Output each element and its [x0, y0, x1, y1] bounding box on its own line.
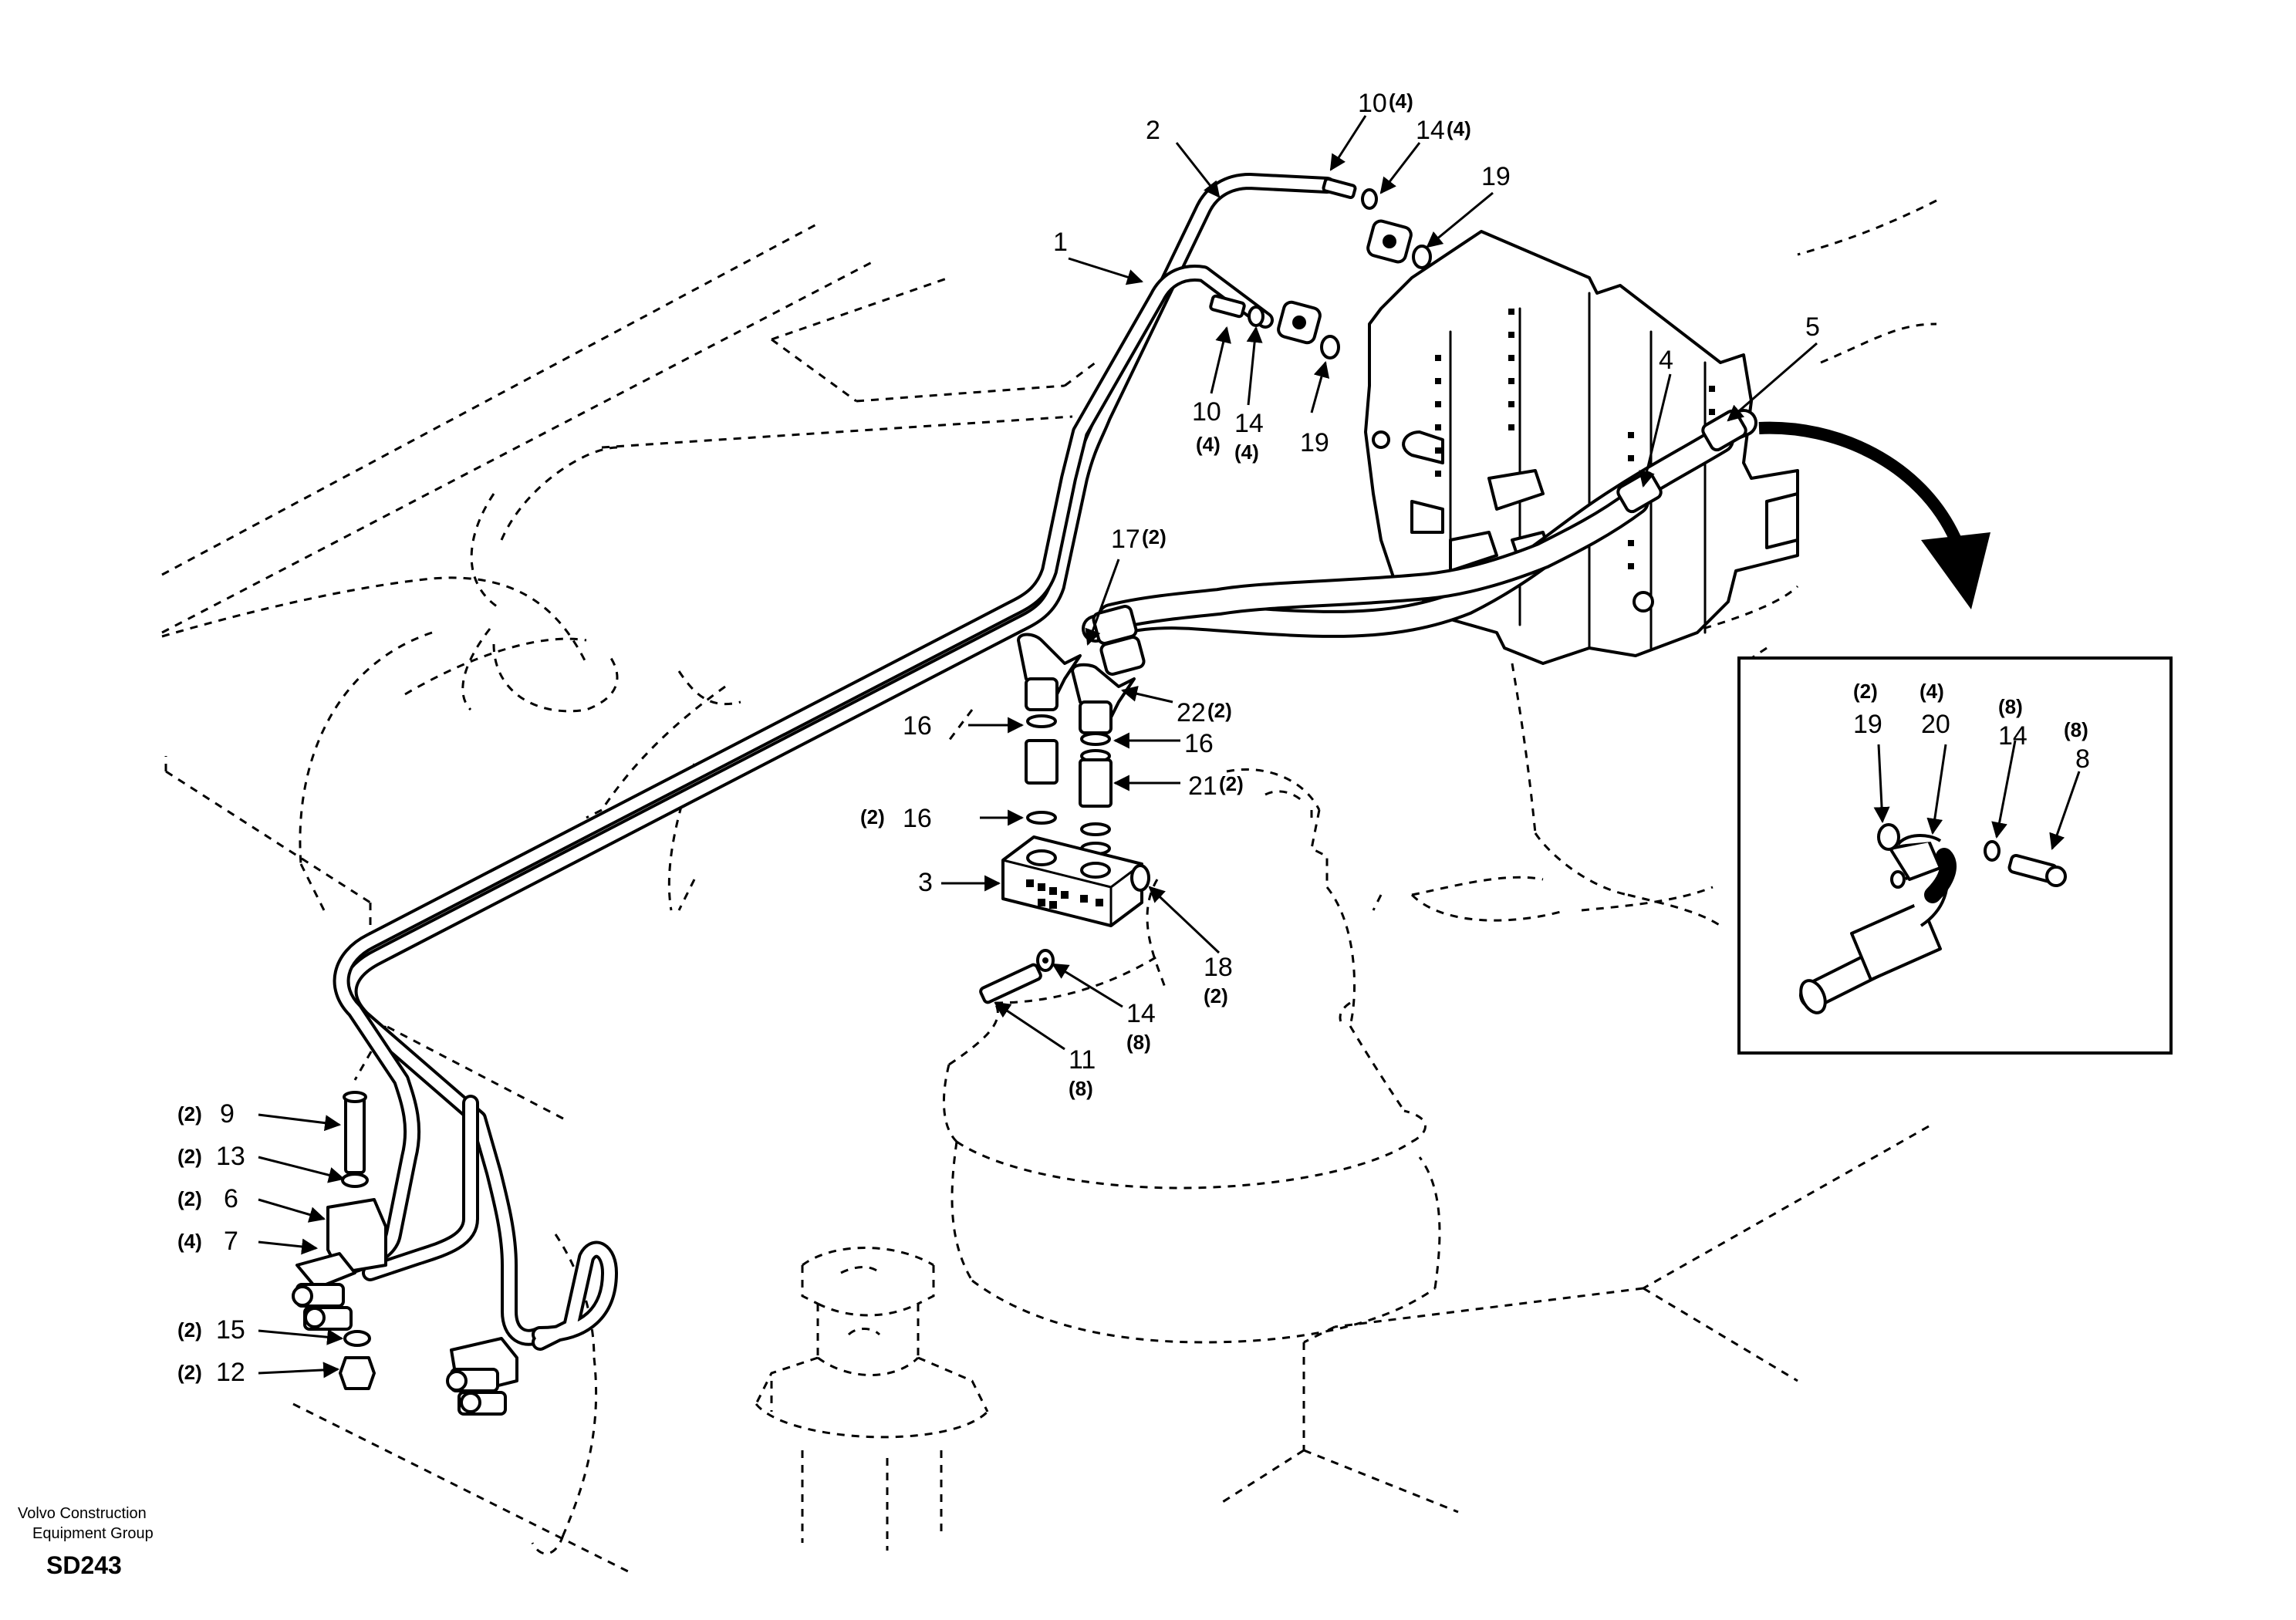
callout-9-quantity: (2) [177, 1102, 202, 1126]
fittings-stack [979, 633, 1150, 1004]
callout-labels: 1 2 10 (4) 14 (4) 19 10 (4) 14 (4) 19 4 … [177, 89, 1820, 1387]
footer: Volvo Construction Equipment Group SD243 [18, 1505, 154, 1579]
callout-15-number: 15 [216, 1315, 245, 1345]
callout-13-number: 13 [216, 1142, 245, 1171]
detail-inset [1737, 656, 2173, 1055]
inset-callout-8-number: 8 [2075, 744, 2090, 774]
inset-callout-labels: (2) 19 (4) 20 (8) 14 (8) 8 [1853, 680, 2090, 774]
swing-motor-dashed [943, 768, 1441, 1344]
callout-6-quantity: (2) [177, 1187, 202, 1210]
callout-11-quantity: (8) [1069, 1077, 1093, 1100]
inset-callout-19-quantity: (2) [1853, 680, 1878, 703]
callout-22-number: 22 [1177, 698, 1206, 727]
callout-3-number: 3 [918, 868, 933, 897]
leader-lines [258, 115, 2081, 1379]
callout-13-quantity: (2) [177, 1145, 202, 1168]
callout-14-quantity: (8) [1126, 1031, 1151, 1054]
inset-callout-19-number: 19 [1853, 710, 1882, 739]
callout-16-number: 16 [903, 804, 932, 833]
callout-16-number: 16 [1184, 729, 1214, 758]
callout-14-number: 14 [1234, 409, 1264, 438]
callout-1-number: 1 [1053, 228, 1068, 257]
callout-19-number: 19 [1481, 162, 1511, 191]
callout-17-number: 17 [1111, 525, 1140, 554]
callout-10-quantity: (4) [1196, 433, 1221, 456]
callout-7-number: 7 [224, 1227, 238, 1256]
callout-14-number: 14 [1416, 116, 1445, 145]
callout-10-quantity: (4) [1389, 89, 1413, 113]
callout-4-number: 4 [1659, 346, 1673, 375]
inset-callout-8-quantity: (8) [2064, 718, 2088, 741]
callout-10-number: 10 [1192, 397, 1221, 427]
callout-16-number: 16 [903, 711, 932, 741]
callout-19-number: 19 [1300, 428, 1329, 457]
callout-18-number: 18 [1204, 953, 1233, 982]
callout-15-quantity: (2) [177, 1318, 202, 1342]
company-name-line1: Volvo Construction [18, 1505, 147, 1522]
callout-12-number: 12 [216, 1358, 245, 1387]
callout-21-quantity: (2) [1219, 772, 1244, 795]
callout-12-quantity: (2) [177, 1361, 202, 1384]
callout-22-quantity: (2) [1207, 699, 1232, 722]
inset-callout-20-quantity: (4) [1920, 680, 1944, 703]
callout-11-number: 11 [1069, 1045, 1096, 1075]
callout-14-number: 14 [1126, 999, 1156, 1028]
flange-lower [1209, 294, 1340, 359]
flange-upper [1322, 177, 1432, 269]
pipe-assembly [316, 173, 1335, 1351]
detail-arrow [1758, 421, 1990, 609]
callout-6-number: 6 [224, 1184, 238, 1213]
company-name-line2: Equipment Group [32, 1525, 154, 1542]
inset-callout-14-number: 14 [1998, 721, 2028, 751]
callout-21-number: 21 [1188, 771, 1217, 801]
callout-5-number: 5 [1805, 312, 1820, 342]
inset-callout-14-quantity: (8) [1998, 695, 2023, 718]
diagram-code: SD243 [46, 1551, 122, 1579]
callout-16-quantity: (2) [860, 805, 885, 829]
callout-17-quantity: (2) [1142, 525, 1167, 548]
callout-14-quantity: (4) [1447, 117, 1471, 140]
callout-18-quantity: (2) [1204, 984, 1228, 1007]
clamp-group [292, 1091, 518, 1416]
callout-10-number: 10 [1358, 89, 1387, 118]
callout-9-number: 9 [220, 1099, 235, 1129]
callout-14-quantity: (4) [1234, 440, 1259, 464]
callout-7-quantity: (4) [177, 1230, 202, 1253]
center-joint-dashed [755, 1247, 989, 1551]
inset-callout-20-number: 20 [1921, 710, 1950, 739]
callout-2-number: 2 [1146, 116, 1160, 145]
